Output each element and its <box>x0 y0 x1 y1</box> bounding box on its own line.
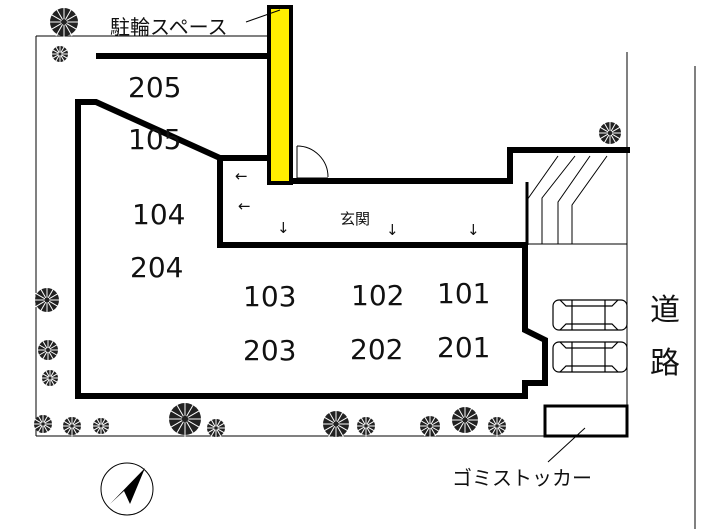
entrance-hall-outline <box>290 147 630 184</box>
arrow-down-icon: ↓ <box>467 221 480 239</box>
unit-204: 204 <box>130 251 183 284</box>
arrow-down-icon: ↓ <box>386 221 399 239</box>
garbage-stocker-label: ゴミストッカー <box>452 466 592 490</box>
car-icon <box>552 341 628 373</box>
tree-icon <box>450 405 480 435</box>
unit-203: 203 <box>243 334 296 367</box>
tree-icon <box>321 409 351 439</box>
trees <box>32 5 623 439</box>
entrance-label: 玄関 <box>340 210 370 228</box>
garbage-stocker-leader <box>547 427 586 463</box>
tree-icon <box>597 120 623 146</box>
car-icon <box>552 299 628 331</box>
tree-icon <box>355 415 377 437</box>
unit-202: 202 <box>350 333 403 366</box>
arrow-left-icon: ← <box>238 197 251 215</box>
road-label-2: 路 <box>650 346 680 381</box>
tree-icon <box>50 44 70 64</box>
bicycle-parking-space <box>267 5 293 185</box>
unit-101: 101 <box>437 277 490 310</box>
bicycle-parking-label: 駐輪スペース <box>110 15 228 39</box>
unit-104: 104 <box>132 198 185 231</box>
unit-105: 105 <box>128 123 181 156</box>
tree-icon <box>33 286 61 314</box>
tree-icon <box>418 414 442 438</box>
property-boundary <box>35 35 696 529</box>
road-label-1: 道 <box>650 293 680 328</box>
unit-205: 205 <box>128 71 181 104</box>
tree-icon <box>47 5 81 39</box>
tree-icon <box>40 368 60 388</box>
garbage-stocker-box <box>543 404 629 438</box>
tree-icon <box>91 416 111 436</box>
tree-icon <box>36 338 60 362</box>
bicycle-parking-leader <box>245 9 281 23</box>
unit-201: 201 <box>437 331 490 364</box>
building-outline <box>75 53 548 399</box>
arrow-down-icon: ↓ <box>277 219 290 237</box>
arrow-left-icon: ← <box>235 167 248 185</box>
unit-102: 102 <box>351 279 404 312</box>
unit-103: 103 <box>243 280 296 313</box>
tree-icon <box>205 417 227 439</box>
tree-icon <box>32 413 54 435</box>
tree-icon <box>166 400 204 438</box>
door-swing-icon <box>296 145 329 180</box>
entrance-stairs <box>526 155 627 245</box>
tree-icon <box>61 415 83 437</box>
north-arrow-icon <box>100 462 154 516</box>
tree-icon <box>486 415 508 437</box>
